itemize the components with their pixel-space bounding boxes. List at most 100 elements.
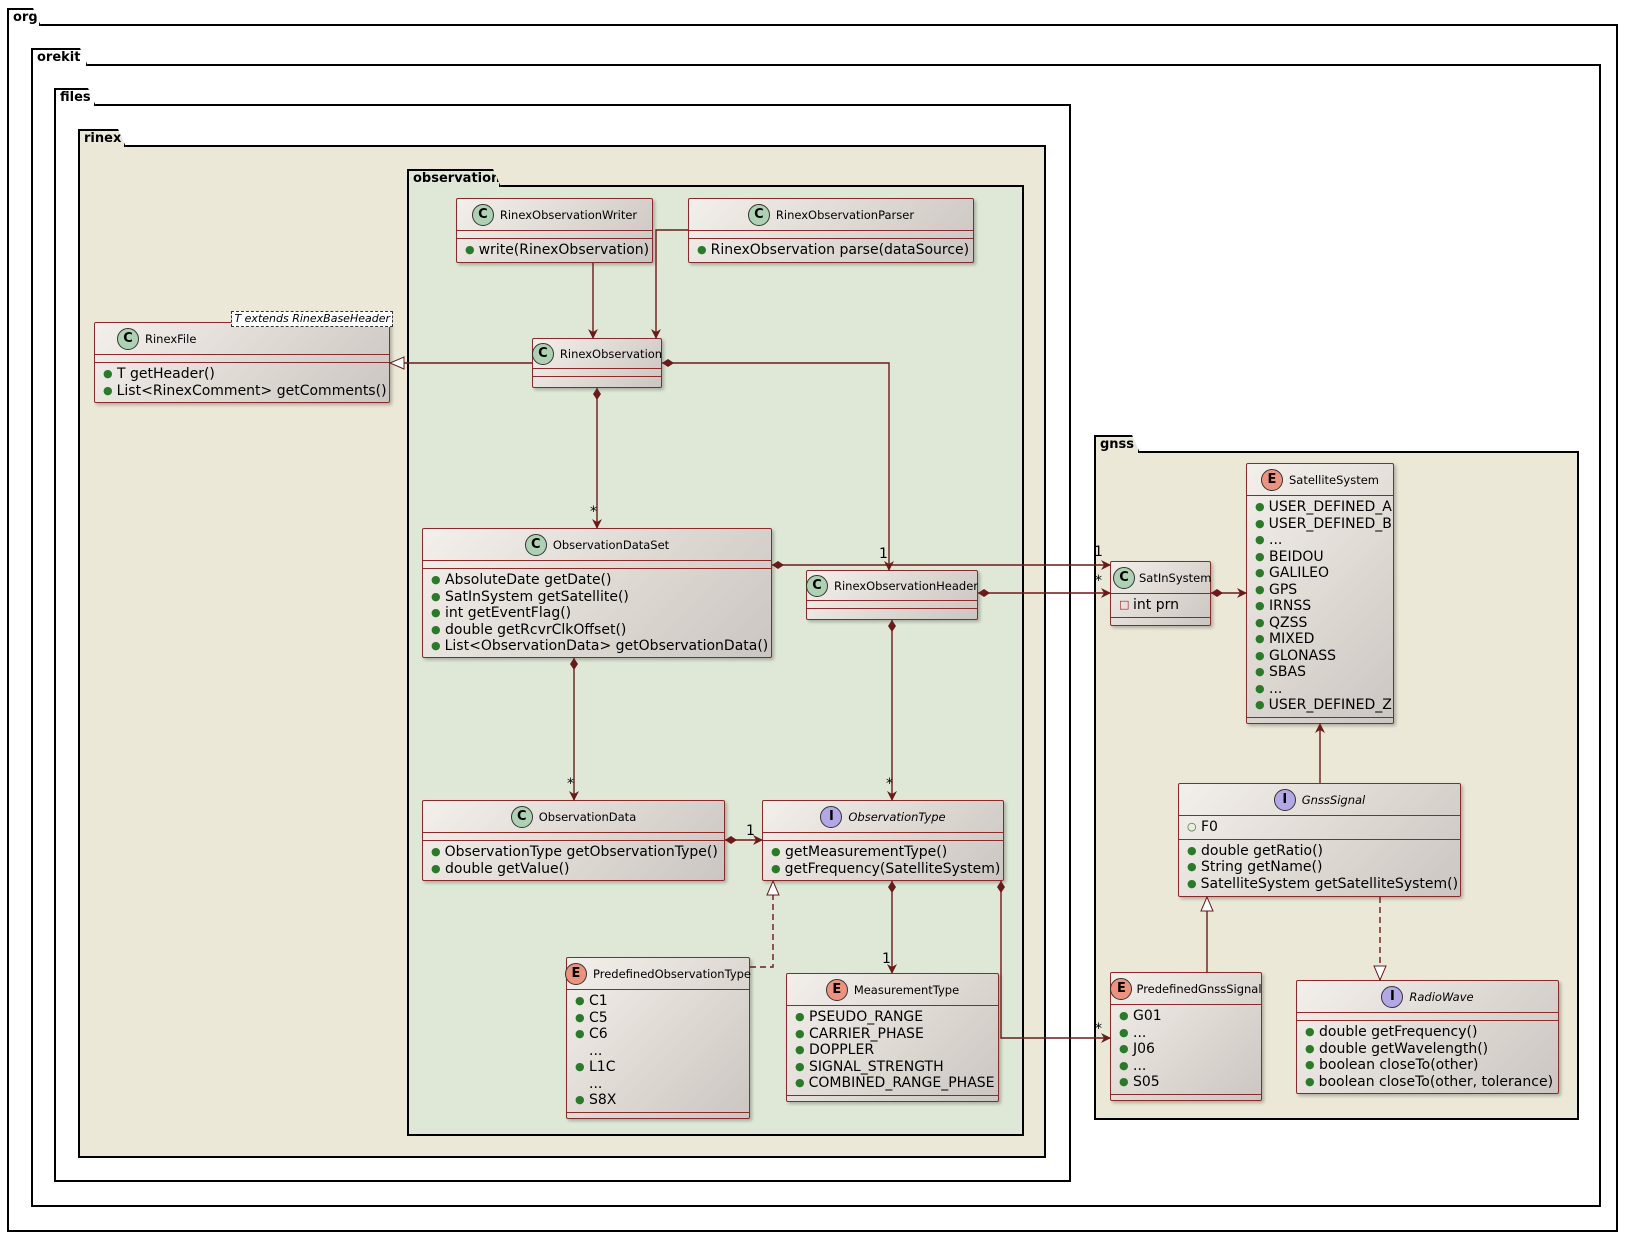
fields-section: □int prn <box>1111 594 1210 618</box>
public-visibility-icon: ● <box>431 606 441 619</box>
fields-section <box>423 833 724 841</box>
interface-badge-icon: I <box>820 805 843 828</box>
method: ●getMeasurementType() <box>771 844 948 860</box>
class-name: SatelliteSystem <box>1289 472 1379 487</box>
class-radio-wave: I RadioWave ●double getFrequency() ●doub… <box>1296 980 1559 1094</box>
enum-value: ●BEIDOU <box>1255 548 1324 565</box>
method: ●List<ObservationData> getObservationDat… <box>431 638 769 654</box>
class-header: C RinexObservationWriter <box>457 199 652 231</box>
fields-section <box>763 833 1003 841</box>
multiplicity-label: * <box>567 776 574 792</box>
enum-value: ●USER_DEFINED_B <box>1255 515 1392 532</box>
class-observation-type: I ObservationType ●getMeasurementType() … <box>762 800 1004 881</box>
method: ●boolean closeTo(other, tolerance) <box>1305 1073 1554 1090</box>
enum-value: ●... <box>589 1075 603 1092</box>
method: ●double getFrequency() <box>1305 1024 1478 1040</box>
public-visibility-icon: ● <box>771 845 781 858</box>
methods-section <box>1111 618 1210 626</box>
public-visibility-icon: ● <box>431 573 441 586</box>
class-header: E PredefinedGnssSignal <box>1110 973 1262 1005</box>
enum-value: ●S8X <box>575 1092 617 1108</box>
method: ●double getWavelength() <box>1305 1040 1489 1057</box>
class-header: C RinexFile T extends RinexBaseHeader <box>95 311 393 355</box>
public-visibility-icon: ● <box>1305 1074 1315 1088</box>
public-visibility-icon: ● <box>103 367 113 380</box>
public-visibility-icon: ● <box>795 1043 805 1056</box>
enum-value: ●GLONASS <box>1255 647 1336 664</box>
public-visibility-icon: ● <box>103 383 113 397</box>
enum-value: ●... <box>1119 1057 1147 1074</box>
interface-badge-icon: I <box>1381 985 1404 1008</box>
class-name: ObservationType <box>848 809 946 824</box>
methods-section <box>1247 718 1393 726</box>
class-header: I RadioWave <box>1297 981 1558 1013</box>
method: ●SatInSystem getSatellite() <box>431 588 629 605</box>
class-name: ObservationDataSet <box>552 537 670 552</box>
values-section: ●USER_DEFINED_A●USER_DEFINED_B●...●BEIDO… <box>1247 496 1393 718</box>
public-visibility-icon: ● <box>1255 681 1265 695</box>
enum-value: ●C6 <box>575 1026 608 1042</box>
multiplicity-label: * <box>886 776 893 792</box>
public-visibility-icon: ● <box>575 994 585 1007</box>
class-name: PredefinedGnssSignal <box>1136 981 1262 996</box>
method: ●boolean closeTo(other) <box>1305 1057 1479 1073</box>
class-name: PredefinedObservationType <box>593 966 752 981</box>
public-visibility-icon: ● <box>575 1010 585 1024</box>
package-rinex-tab: rinex <box>78 129 126 147</box>
public-visibility-icon: ● <box>431 861 441 875</box>
method: ●ObservationType getObservationType() <box>431 844 718 860</box>
class-name: MeasurementType <box>853 982 960 997</box>
class-rinex-observation: C RinexObservation <box>531 338 663 388</box>
public-visibility-icon: ● <box>1255 582 1265 596</box>
class-rinex-observation-writer: C RinexObservationWriter ●write(RinexObs… <box>456 198 653 263</box>
class-name: ObservationData <box>538 809 637 824</box>
public-visibility-icon: ● <box>1305 1058 1315 1071</box>
class-measurement-type: E MeasurementType ●PSEUDO_RANGE ●CARRIER… <box>786 973 999 1102</box>
package-orekit-tab: orekit <box>31 48 88 66</box>
fields-section <box>423 561 771 569</box>
methods-section <box>787 1096 998 1104</box>
public-visibility-icon: ● <box>431 845 441 858</box>
multiplicity-label: * <box>1095 1021 1102 1037</box>
public-visibility-icon: ● <box>795 1026 805 1040</box>
class-header: C ObservationData <box>423 801 724 833</box>
public-visibility-icon: ● <box>575 1060 585 1073</box>
enum-value: ●... <box>589 1042 603 1059</box>
multiplicity-label: 1 <box>1094 544 1103 560</box>
class-name: RinexObservation <box>559 346 663 361</box>
package-org-tab: org <box>7 8 41 26</box>
class-header: C RinexObservationHeader <box>805 571 978 601</box>
enum-value: ●USER_DEFINED_Z <box>1255 697 1392 713</box>
public-visibility-icon: ● <box>1119 1042 1129 1055</box>
methods-section: ●AbsoluteDate getDate() ●SatInSystem get… <box>423 569 771 658</box>
class-name: RinexObservationParser <box>775 207 915 222</box>
enum-value: ●QZSS <box>1255 614 1308 631</box>
class-header: E PredefinedObservationType <box>565 958 752 990</box>
fields-section <box>95 355 389 363</box>
method: ●AbsoluteDate getDate() <box>431 572 612 588</box>
enum-value: ●... <box>1255 532 1283 548</box>
enum-value: ●GALILEO <box>1255 565 1330 581</box>
enum-value: ●USER_DEFINED_A <box>1255 499 1392 515</box>
methods-section <box>807 609 977 617</box>
fields-section <box>689 231 973 239</box>
methods-section: ●double getFrequency() ●double getWavele… <box>1297 1021 1558 1093</box>
class-header: E SatelliteSystem <box>1247 464 1393 496</box>
fields-section <box>457 231 652 239</box>
enum-value: ●S05 <box>1119 1074 1160 1090</box>
enum-value: ●DOPPLER <box>795 1042 875 1058</box>
method: ●String getName() <box>1187 859 1323 875</box>
methods-section <box>533 377 661 385</box>
method: ●double getRatio() <box>1187 842 1324 859</box>
enum-value: ●SIGNAL_STRENGTH <box>795 1058 944 1075</box>
public-visibility-icon: ● <box>795 1010 805 1023</box>
class-header: C RinexObservationParser <box>689 199 973 231</box>
enum-badge-icon: E <box>825 978 848 1001</box>
public-visibility-icon: ● <box>465 243 475 256</box>
public-visibility-icon: ○ <box>1187 820 1197 833</box>
enum-value: ●L1C <box>575 1059 616 1075</box>
multiplicity-label: * <box>1095 573 1102 589</box>
class-badge-icon: C <box>805 574 828 597</box>
public-visibility-icon: ● <box>795 1059 805 1073</box>
package-gnss-tab: gnss <box>1094 435 1140 453</box>
